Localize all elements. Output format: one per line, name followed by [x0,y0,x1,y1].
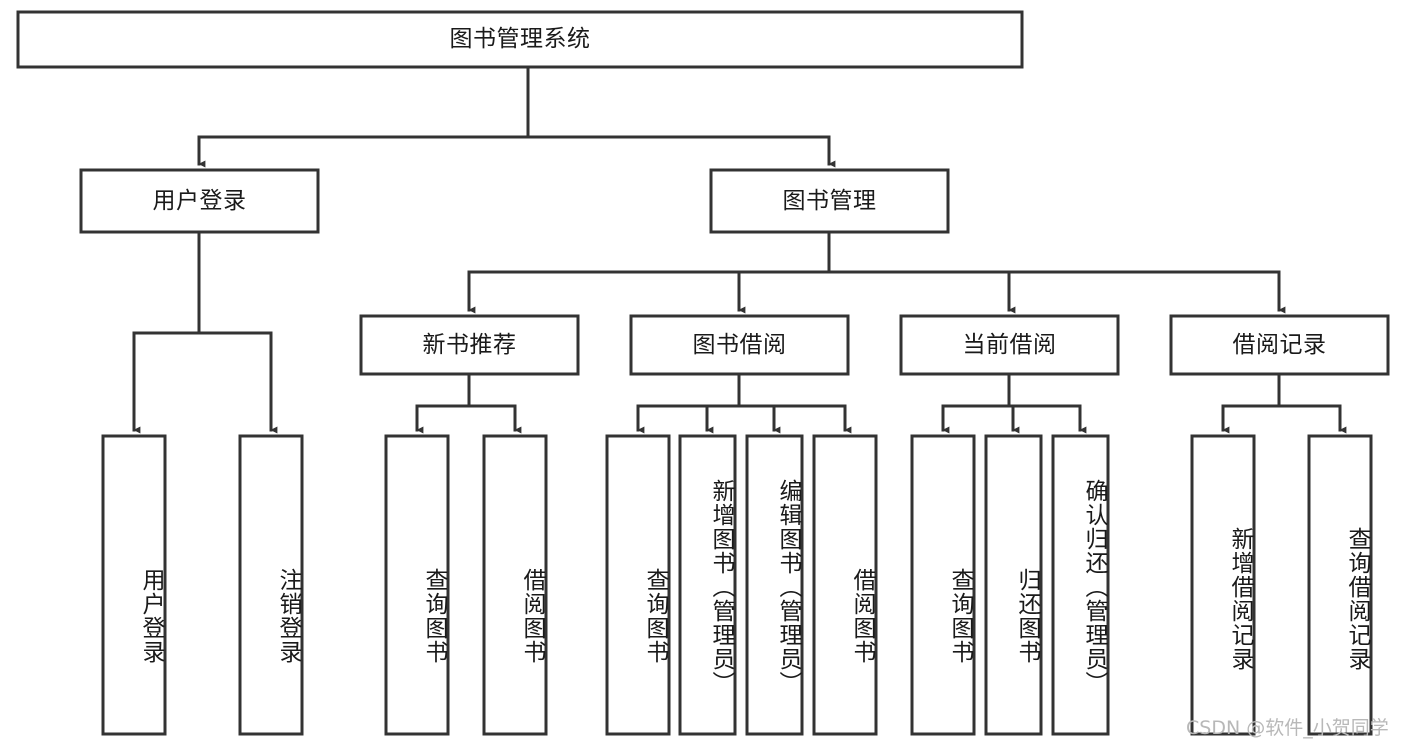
node-box-leaf-logout[interactable] [238,434,304,736]
node-box-leaf-user-login[interactable] [101,434,167,736]
node-box-leaf-add-book[interactable] [678,434,737,736]
node-box-leaf-query-book-current[interactable] [910,434,976,736]
node-box-root[interactable] [16,10,1024,69]
node-box-leaf-borrow-book-recommend[interactable] [482,434,548,736]
node-box-leaf-query-book-borrow[interactable] [605,434,671,736]
node-box-current-borrow[interactable] [899,314,1120,376]
node-box-borrow-record[interactable] [1169,314,1390,376]
node-box-new-book-recommend[interactable] [359,314,580,376]
node-box-leaf-borrow-book[interactable] [812,434,878,736]
node-box-user-login[interactable] [79,168,320,234]
node-box-leaf-query-borrow-record[interactable] [1307,434,1373,736]
node-box-book-borrow[interactable] [629,314,850,376]
node-box-book-management[interactable] [709,168,950,234]
node-box-leaf-return-book[interactable] [984,434,1043,736]
node-box-leaf-query-book-recommend[interactable] [384,434,450,736]
node-box-leaf-confirm-return[interactable] [1051,434,1110,736]
node-box-leaf-add-borrow-record[interactable] [1190,434,1256,736]
node-box-leaf-edit-book[interactable] [745,434,804,736]
